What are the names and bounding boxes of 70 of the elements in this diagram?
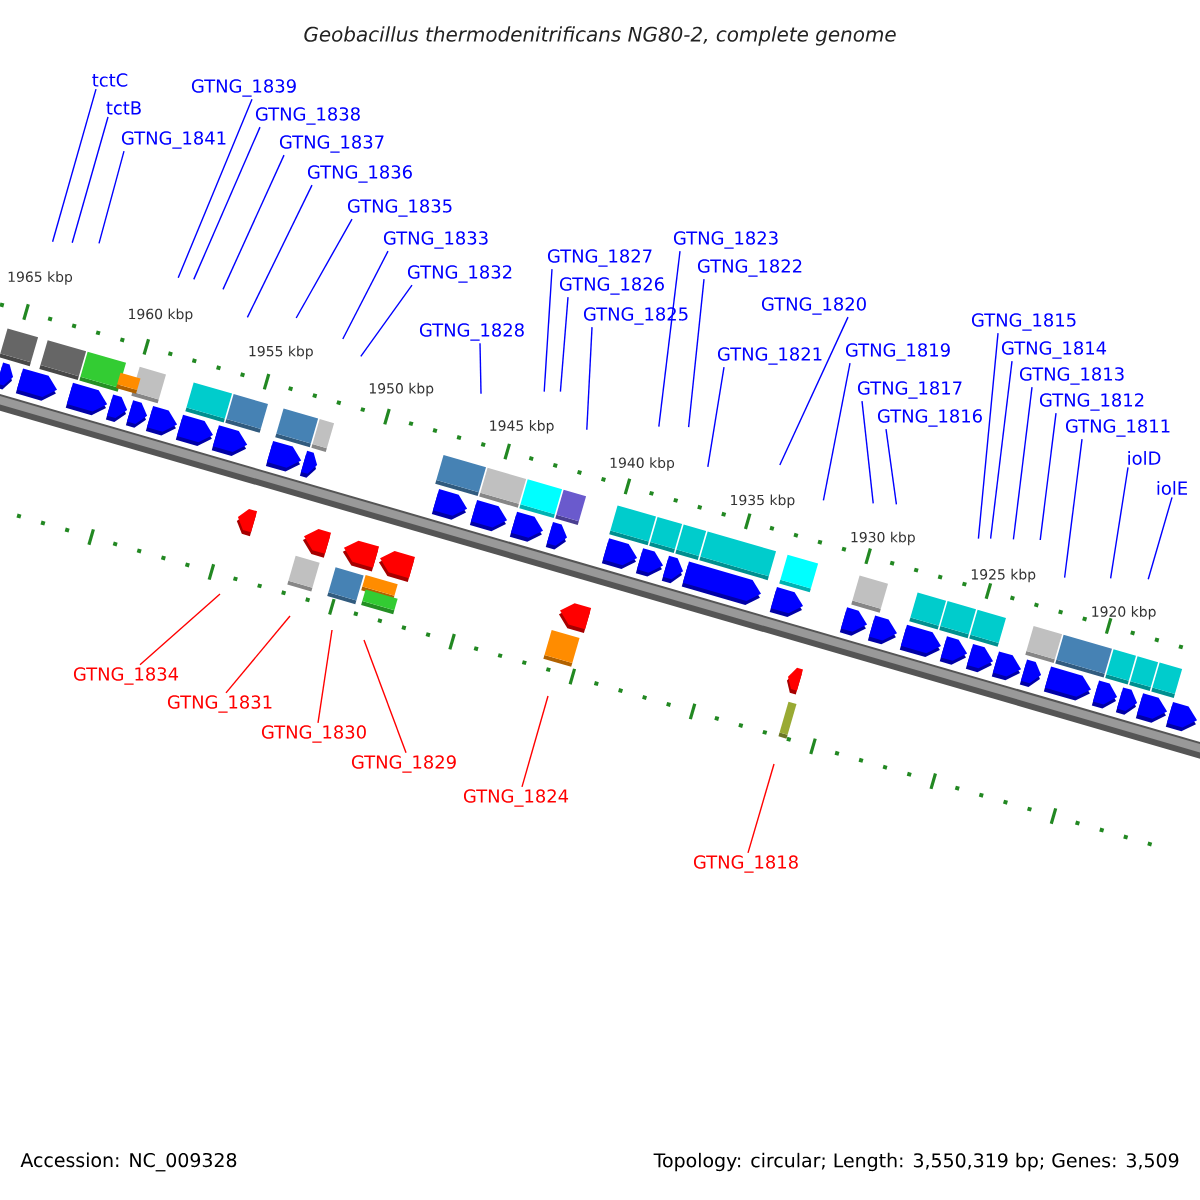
leader-line [225,615,291,694]
leader-line [989,360,1013,540]
gene-label: GTNG_1830 [261,725,366,743]
leader-line [559,296,569,393]
leader-line [822,362,851,502]
accession-text: Accession: NC_009328 [20,1152,237,1172]
gene-label: GTNG_1813 [1019,367,1124,385]
gene-label: GTNG_1828 [419,323,524,341]
leader-line [360,284,413,358]
leader-line [98,150,125,245]
leader-line [1039,412,1057,541]
leader-line [1109,466,1129,580]
gene-label: GTNG_1827 [547,249,652,267]
gene-label: tctC [92,73,128,87]
gene-label: GTNG_1835 [347,199,452,217]
gene-label: tctB [106,101,141,115]
leader-line [71,116,109,244]
leader-line [1147,496,1173,580]
leader-line [586,326,593,431]
leader-line [977,332,999,540]
gene-label: GTNG_1819 [845,343,950,361]
gene-label: GTNG_1832 [407,265,512,283]
gene-label: GTNG_1829 [351,755,456,773]
gene-label: GTNG_1821 [717,347,822,365]
gene-label: GTNG_1816 [877,409,982,427]
leader-line [707,366,725,468]
title: Geobacillus thermodenitrificans NG80-2, complete genome [304,26,896,46]
leader-line [317,629,333,724]
gene-label: GTNG_1838 [255,107,360,125]
gene-label: GTNG_1815 [971,313,1076,331]
gene-label: GTNG_1811 [1065,419,1170,437]
leader-line [779,316,849,466]
gene-label: GTNG_1818 [693,855,798,873]
leader-line [658,250,681,428]
leader-line [177,98,253,279]
leader-line [139,593,221,666]
gene-label: GTNG_1824 [463,789,569,807]
gene-label: GTNG_1814 [1001,341,1107,359]
gene-label: GTNG_1841 [121,131,226,149]
gene-label: GTNG_1836 [307,165,412,183]
leader-line [1012,386,1033,541]
leader-line [861,400,874,505]
gene-label: GTNG_1823 [673,231,778,249]
gene-label: GTNG_1833 [383,231,488,249]
leader-line [193,126,261,281]
gene-label: GTNG_1822 [697,259,802,277]
gene-label: GTNG_1837 [279,135,384,153]
gene-label: iolE [1157,481,1187,495]
gene-label: GTNG_1820 [761,297,866,315]
genome-info-text: Topology: circular; Length: 3,550,319 bp; Genes: 3,509 [653,1152,1179,1172]
gene-label: GTNG_1831 [167,695,272,713]
leader-line [521,695,549,788]
leader-line [1063,438,1083,579]
leader-line [687,278,705,428]
gene-label: GTNG_1826 [559,277,664,295]
leader-line [479,342,482,395]
gene-label: GTNG_1839 [191,79,296,97]
leader-line [543,268,553,393]
gene-label: iolD [1128,451,1161,465]
leader-line [885,428,898,506]
leader-line [51,88,97,243]
leader-line [295,218,353,319]
leader-line [246,184,313,319]
leader-line [222,154,285,291]
leader-line [747,763,775,854]
gene-label: GTNG_1812 [1039,393,1144,411]
leader-line [342,250,389,340]
gene-label: GTNG_1834 [73,667,179,685]
leader-line [363,639,407,754]
gene-label: GTNG_1817 [857,381,962,399]
